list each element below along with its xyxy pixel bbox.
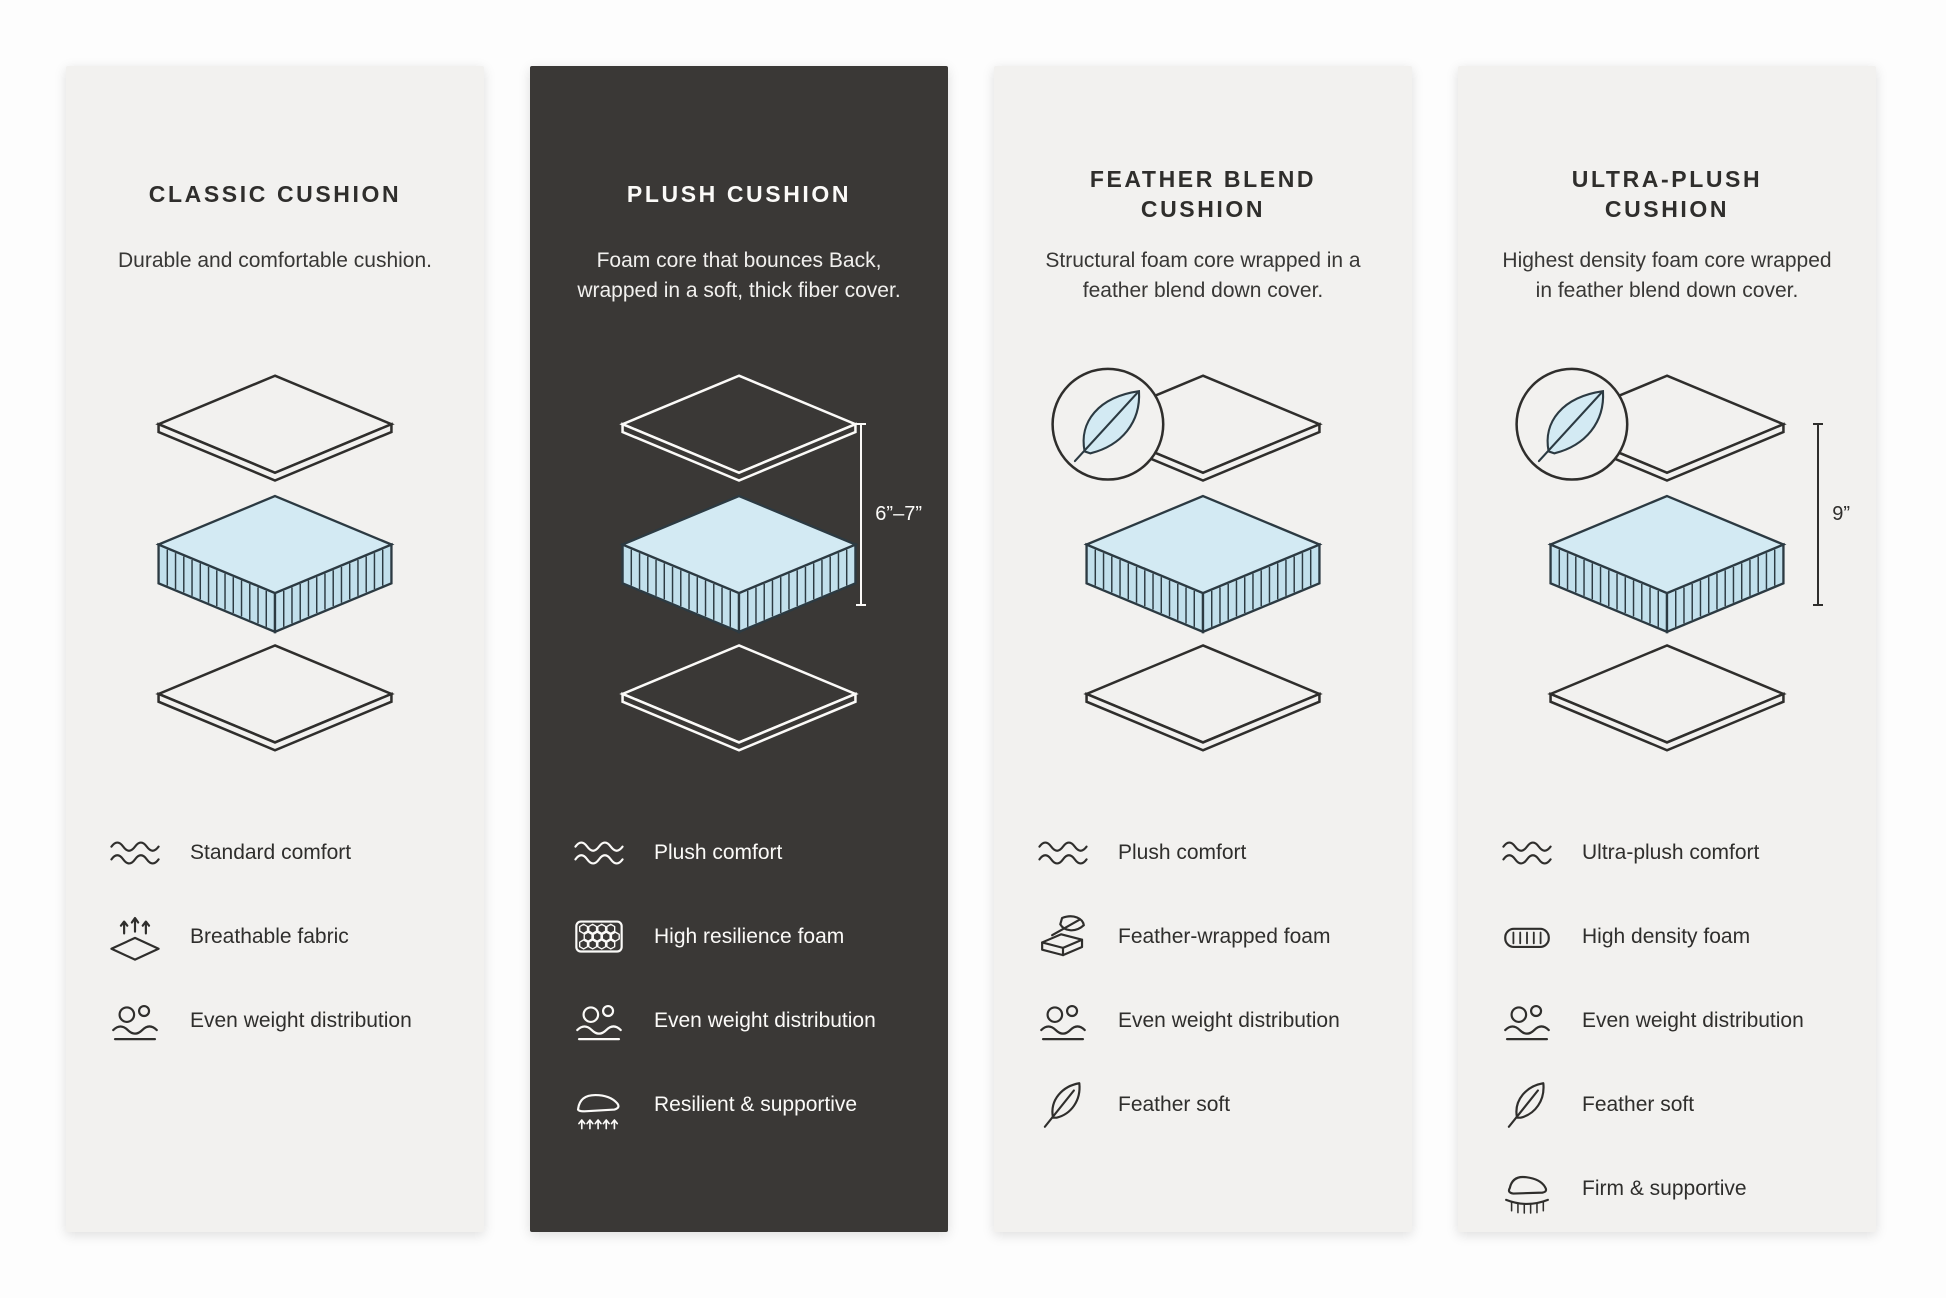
feature-item: Even weight distribution	[1034, 992, 1372, 1050]
dimension-line	[1813, 423, 1824, 606]
feature-item: Standard comfort	[106, 824, 444, 882]
cushion-layers-illustration: 6”–7”	[570, 358, 922, 766]
foam-core-icon	[1547, 494, 1787, 634]
cushion-layers-illustration: 9”	[1498, 358, 1850, 766]
bottom-layer-icon	[619, 644, 859, 752]
feature-item: Even weight distribution	[1498, 992, 1836, 1050]
feature-label: Even weight distribution	[1582, 1008, 1804, 1032]
feature-label: High density foam	[1582, 924, 1751, 948]
feature-item: Firm & supportive	[1498, 1160, 1836, 1218]
cushion-layers-icon	[619, 374, 859, 752]
feature-label: Ultra-plush comfort	[1582, 840, 1760, 864]
feature-item: Even weight distribution	[570, 992, 908, 1050]
feather-badge-icon	[1515, 367, 1629, 481]
feature-item: Feather soft	[1498, 1076, 1836, 1134]
feature-label: Plush comfort	[1118, 840, 1247, 864]
dimension-indicator: 9”	[1812, 422, 1850, 607]
feature-label: Standard comfort	[190, 840, 352, 864]
feature-item: High density foam	[1498, 908, 1836, 966]
feature-item: Ultra-plush comfort	[1498, 824, 1836, 882]
panel-ultra-plush-cushion: ULTRA-PLUSH CUSHION Highest density foam …	[1458, 66, 1876, 1232]
feature-label: Feather soft	[1582, 1092, 1695, 1116]
panel-feather-blend-cushion: FEATHER BLEND CUSHION Structural foam cor…	[994, 66, 1412, 1232]
bottom-layer-icon	[1547, 644, 1787, 752]
dimension-label: 9”	[1832, 503, 1850, 525]
even-weight-icon	[1034, 992, 1092, 1050]
feature-label: Breathable fabric	[190, 924, 349, 948]
feature-item: Breathable fabric	[106, 908, 444, 966]
feature-item: Feather soft	[1034, 1076, 1372, 1134]
cushion-layers-icon	[155, 374, 395, 752]
foam-core-icon	[1083, 494, 1323, 634]
feature-label: Feather-wrapped foam	[1118, 924, 1331, 948]
top-layer-icon	[155, 374, 395, 482]
panel-title: PLUSH CUSHION	[626, 181, 852, 208]
honeycomb-icon	[570, 908, 628, 966]
dimension-line	[856, 423, 867, 606]
even-weight-icon	[570, 992, 628, 1050]
feather-foam-icon	[1034, 908, 1092, 966]
panel-description: Durable and comfortable cushion.	[117, 249, 432, 272]
dimension-indicator: 6”–7”	[855, 422, 922, 607]
feature-label: Plush comfort	[654, 840, 783, 864]
panel-title: ULTRA-PLUSH CUSHION	[1571, 166, 1763, 222]
bottom-layer-icon	[155, 644, 395, 752]
feature-item: Plush comfort	[570, 824, 908, 882]
feature-label: High resilience foam	[654, 924, 845, 948]
cushion-layers-illustration	[1034, 358, 1372, 766]
breathable-icon	[106, 908, 164, 966]
even-weight-icon	[1498, 992, 1556, 1050]
feature-item: Plush comfort	[1034, 824, 1372, 882]
cushion-layers-illustration	[106, 358, 444, 766]
panel-description: Highest density foam core wrapped in fea…	[1502, 249, 1832, 302]
foam-core-icon	[619, 494, 859, 634]
feature-label: Even weight distribution	[190, 1008, 412, 1032]
wave-icon	[570, 824, 628, 882]
density-foam-icon	[1498, 908, 1556, 966]
feature-label: Feather soft	[1118, 1092, 1231, 1116]
wave-icon	[106, 824, 164, 882]
bottom-layer-icon	[1083, 644, 1323, 752]
panel-title: CLASSIC CUSHION	[148, 181, 402, 208]
firm-icon	[1498, 1160, 1556, 1218]
panel-description: Structural foam core wrapped in a feathe…	[1045, 249, 1361, 302]
even-weight-icon	[106, 992, 164, 1050]
top-layer-icon	[619, 374, 859, 482]
feature-label: Even weight distribution	[654, 1008, 876, 1032]
resilient-icon	[570, 1076, 628, 1134]
panel-title: FEATHER BLEND CUSHION	[1089, 166, 1317, 222]
feature-item: Resilient & supportive	[570, 1076, 908, 1134]
wave-icon	[1498, 824, 1556, 882]
feather-icon	[1498, 1076, 1556, 1134]
feather-icon	[1034, 1076, 1092, 1134]
panel-plush-cushion: PLUSH CUSHION Foam core that bounces Back…	[530, 66, 948, 1232]
cushion-layers-icon	[1515, 367, 1787, 752]
feature-item: High resilience foam	[570, 908, 908, 966]
feather-badge-icon	[1051, 367, 1165, 481]
panel-classic-cushion: CLASSIC CUSHION Durable and comfortable c…	[66, 66, 484, 1232]
feature-label: Even weight distribution	[1118, 1008, 1340, 1032]
cushion-layers-icon	[1051, 367, 1323, 752]
feature-item: Even weight distribution	[106, 992, 444, 1050]
panel-description: Foam core that bounces Back, wrapped in …	[577, 249, 901, 302]
dimension-label: 6”–7”	[875, 503, 922, 525]
foam-core-icon	[155, 494, 395, 634]
wave-icon	[1034, 824, 1092, 882]
feature-label: Firm & supportive	[1582, 1176, 1747, 1200]
feature-label: Resilient & supportive	[654, 1092, 858, 1116]
feature-item: Feather-wrapped foam	[1034, 908, 1372, 966]
